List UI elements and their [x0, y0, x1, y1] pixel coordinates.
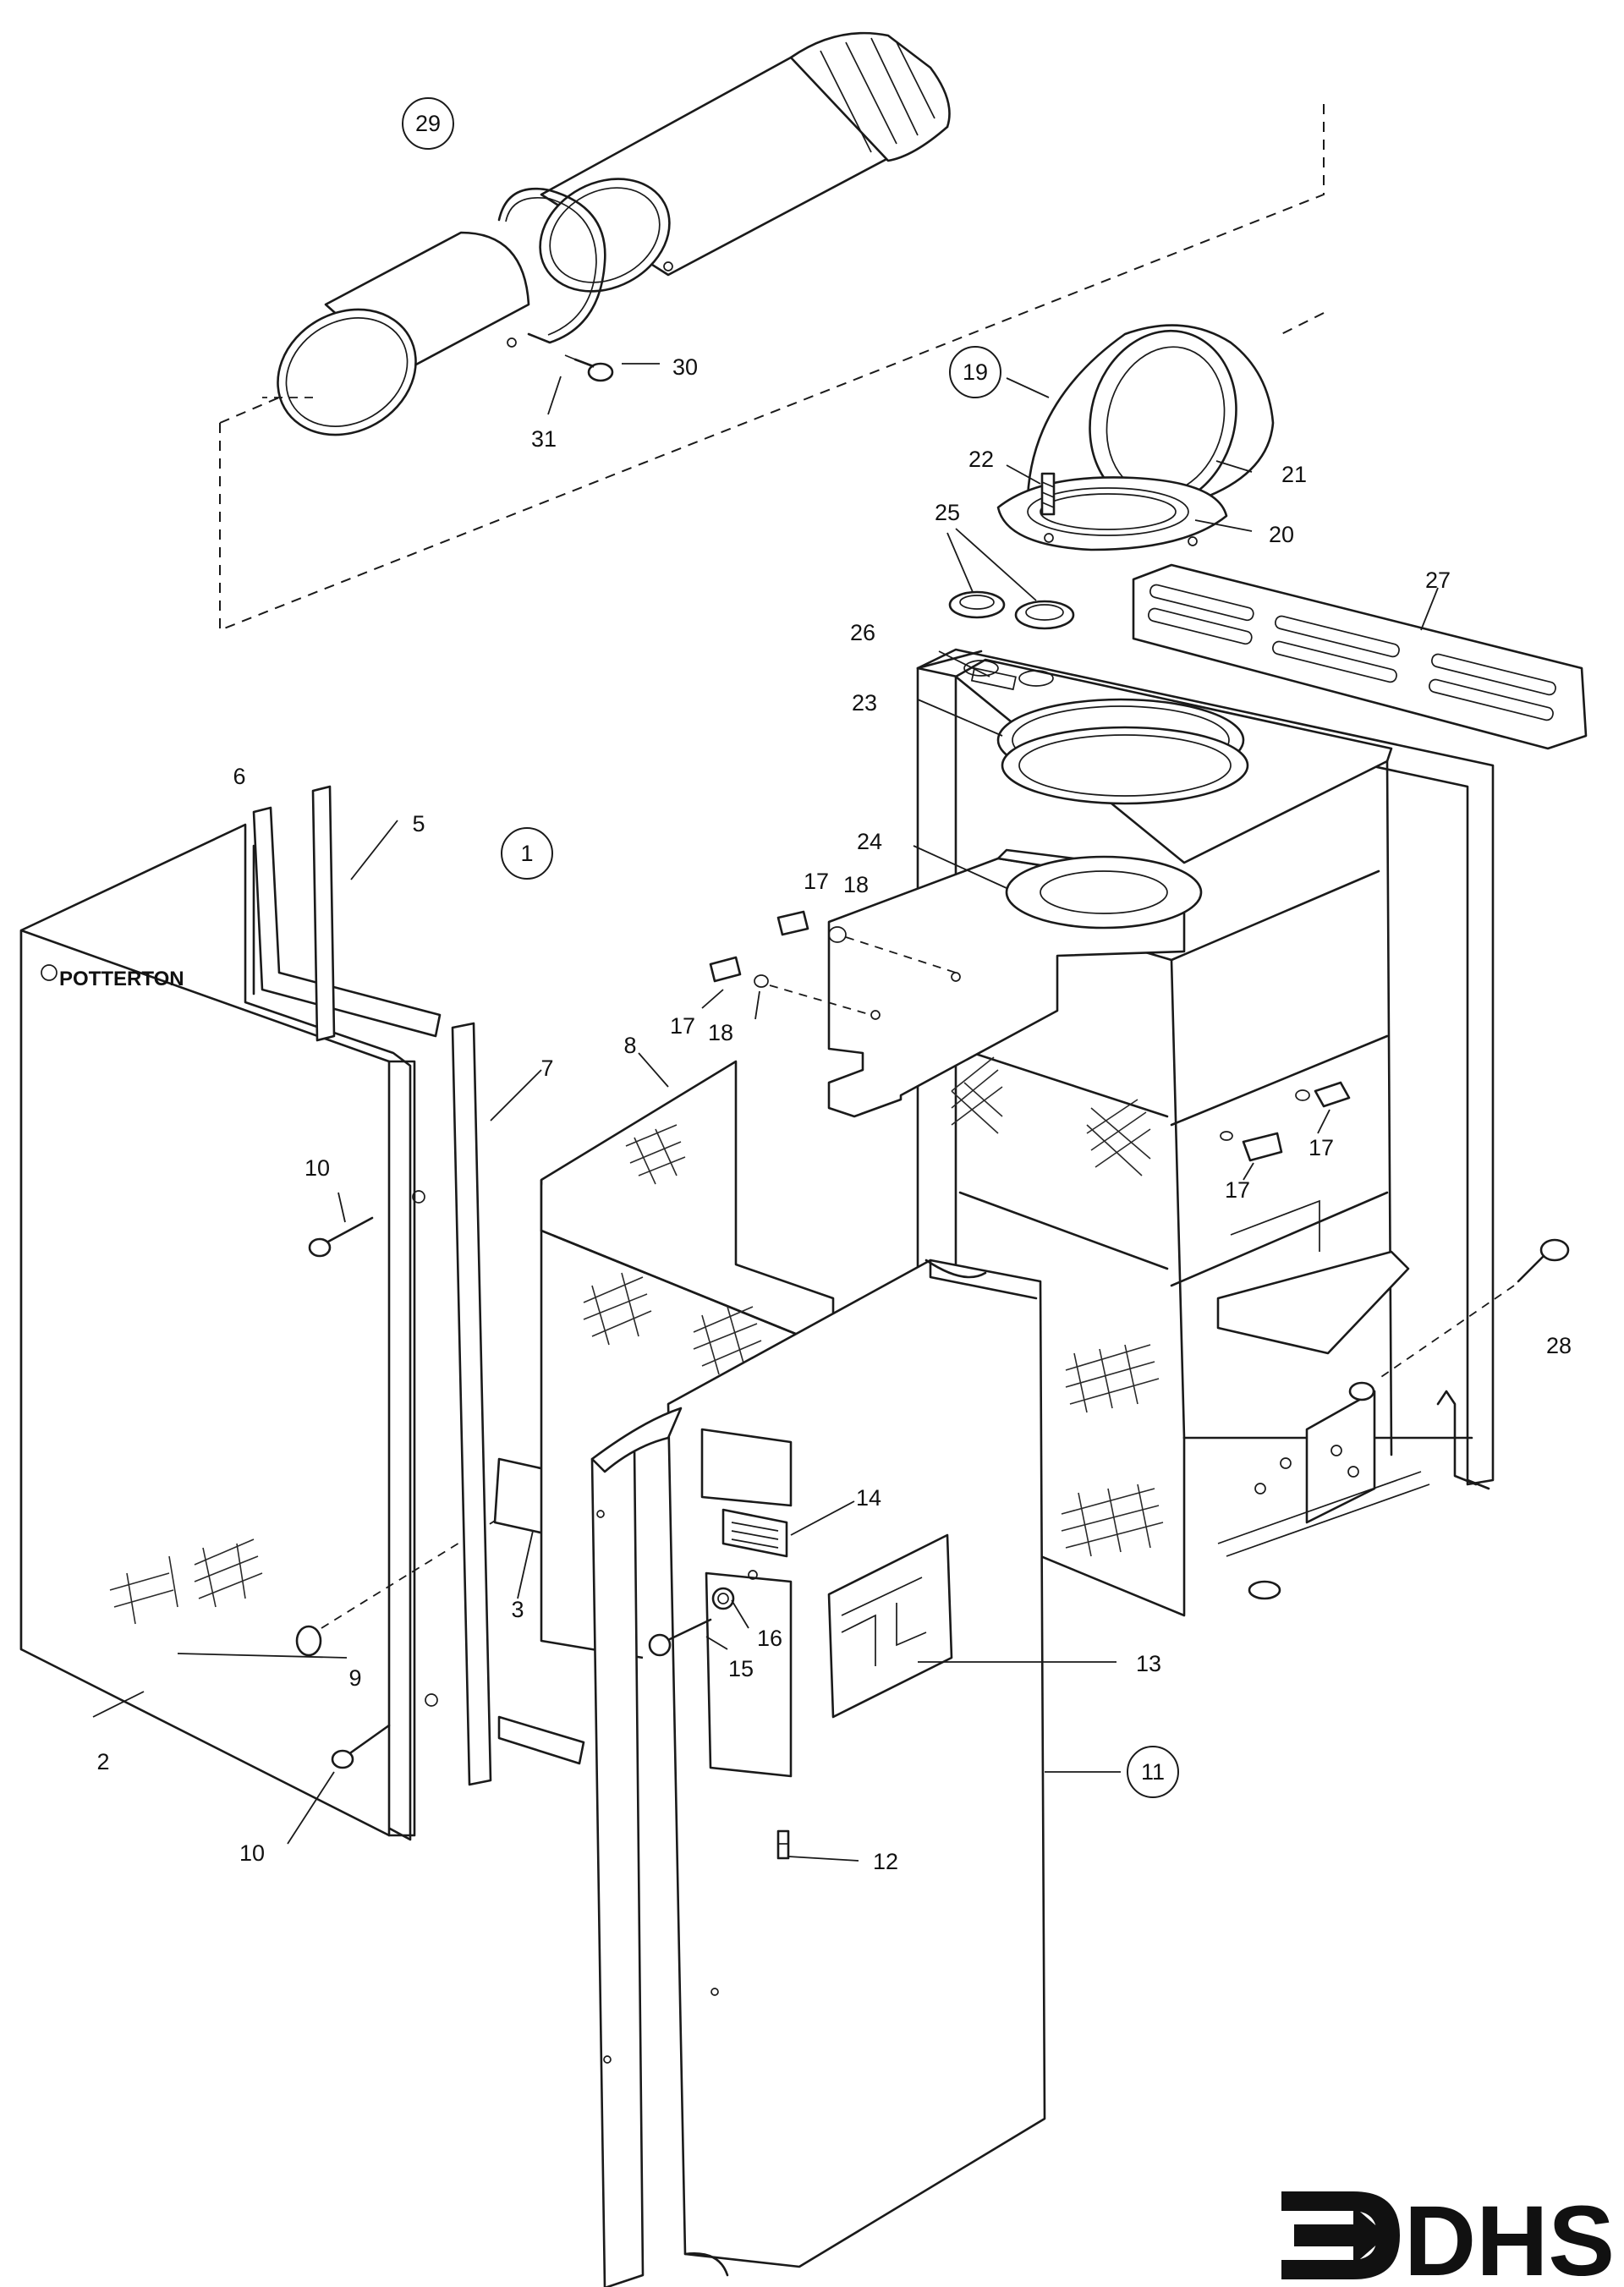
- part-label-24: 24: [857, 829, 882, 854]
- part-label-30: 30: [672, 354, 698, 380]
- part-label-3: 3: [511, 1597, 524, 1622]
- part-label-22: 22: [968, 447, 994, 472]
- part-label-8: 8: [623, 1033, 636, 1058]
- part-label-17d: 17: [1225, 1177, 1250, 1203]
- dhs-logo: DHS: [1281, 2186, 1615, 2287]
- clamp-ring: [497, 187, 606, 344]
- flue-elbow-assembly: [996, 324, 1275, 551]
- top-grille: [1132, 563, 1588, 750]
- screw-28: [1378, 1238, 1570, 1379]
- part-label-5: 5: [412, 811, 425, 836]
- part-label-16: 16: [757, 1626, 782, 1651]
- screw-31: [564, 354, 614, 382]
- part-label-21: 21: [1281, 462, 1307, 487]
- inner-flue-tube: [277, 231, 530, 436]
- chassis-screws: [1220, 1081, 1351, 1181]
- part-label-23: 23: [852, 690, 877, 716]
- callout-circle-1: [501, 827, 553, 880]
- callout-circle-29: [402, 97, 454, 150]
- part-label-27: 27: [1425, 568, 1451, 593]
- bracket-screws: [701, 910, 957, 1020]
- part-label-19: 19: [963, 359, 988, 385]
- part-label-9: 9: [348, 1665, 361, 1691]
- part-label-1: 1: [520, 841, 533, 866]
- boiler-chassis: [827, 648, 1570, 1617]
- part-label-17b: 17: [670, 1013, 695, 1039]
- part-label-26: 26: [850, 620, 875, 645]
- casing-brand-text: POTTERTON: [59, 968, 184, 990]
- part-label-25: 25: [935, 500, 960, 525]
- part-label-10b: 10: [239, 1840, 265, 1866]
- front-casing: [590, 1259, 1121, 2287]
- casing-screws-10: [287, 1192, 391, 1845]
- part-label-12: 12: [873, 1849, 898, 1874]
- casing-seals: [252, 785, 585, 1786]
- part-label-11: 11: [1141, 1759, 1165, 1785]
- callout-circle-11: [1127, 1746, 1179, 1798]
- part-label-10a: 10: [304, 1155, 330, 1181]
- part-label-18a: 18: [843, 872, 869, 897]
- part-label-7: 7: [540, 1056, 553, 1081]
- part-number-labels: 29 30 31 19 22 21 20 25 27 26 23 24 6 5 …: [96, 97, 1572, 1874]
- grommets: [946, 528, 1075, 630]
- part-label-29: 29: [415, 111, 441, 136]
- callout-circle-19: [949, 346, 1001, 398]
- left-side-casing: POTTERTON: [19, 823, 500, 1841]
- outer-flue-tube: [539, 31, 951, 293]
- part-label-13: 13: [1136, 1651, 1161, 1676]
- part-label-31: 31: [531, 426, 557, 452]
- flue-terminal-assembly: [219, 31, 1325, 632]
- dhs-arrow-mark-icon: [1281, 2191, 1400, 2279]
- part-label-18b: 18: [708, 1020, 733, 1045]
- part-label-2: 2: [96, 1749, 109, 1774]
- insulation-hatching: [951, 1056, 1164, 1557]
- part-label-20: 20: [1269, 522, 1294, 547]
- part-label-6: 6: [233, 764, 245, 789]
- part-label-15: 15: [728, 1656, 754, 1681]
- part-label-17c: 17: [1309, 1135, 1334, 1160]
- part-label-14: 14: [856, 1485, 881, 1511]
- part-label-17a: 17: [804, 869, 829, 894]
- part-label-28: 28: [1546, 1333, 1572, 1358]
- logo-text: DHS: [1404, 2186, 1615, 2287]
